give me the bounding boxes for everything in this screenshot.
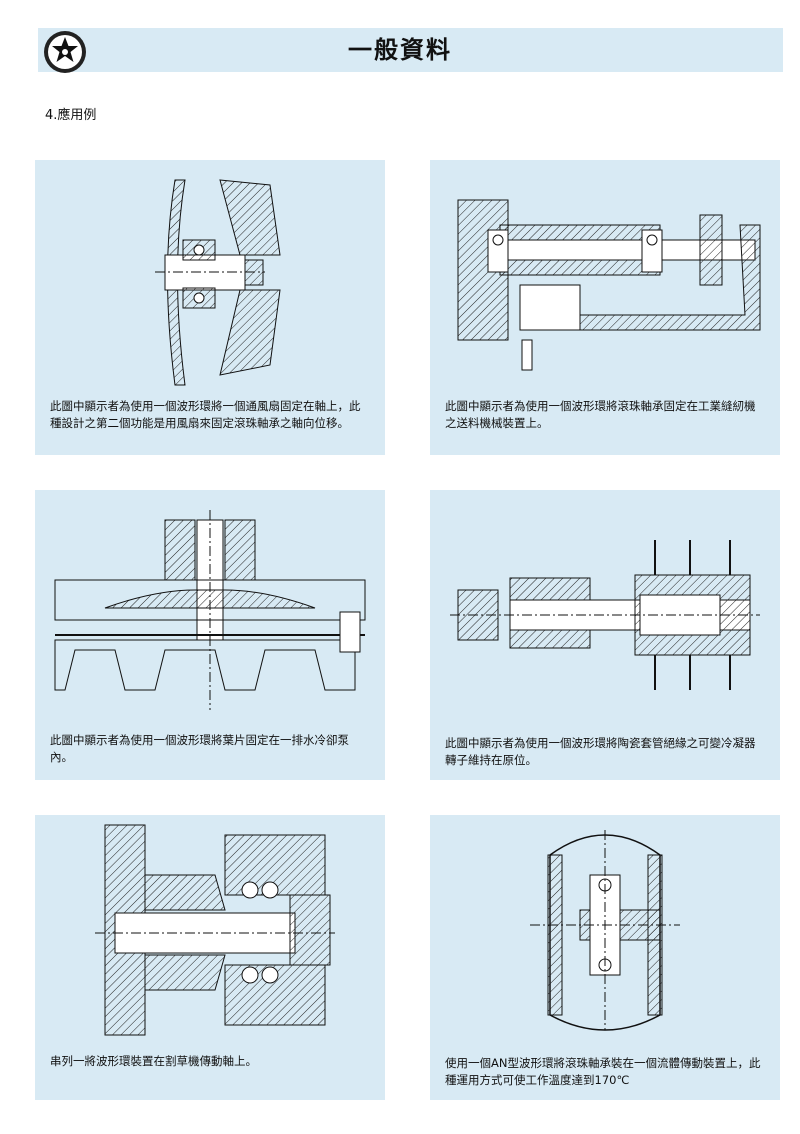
header-band <box>38 28 783 72</box>
example-panel-4: 此圖中顯示者為使用一個波形環將陶瓷套管絕緣之可變冷凝器轉子維持在原位。 <box>430 490 780 780</box>
example-caption-4: 此圖中顯示者為使用一個波形環將陶瓷套管絕緣之可變冷凝器轉子維持在原位。 <box>445 736 756 767</box>
example-caption-6: 使用一個AN型波形環將滾珠軸承裝在一個流體傳動裝置上，此種運用方式可使工作溫度達… <box>445 1056 761 1087</box>
sewing-machine-feed-drawing <box>457 199 761 371</box>
fluid-drive-coupling-drawing <box>530 830 680 1031</box>
lawnmower-driveshaft-drawing <box>95 824 335 1036</box>
example-caption-1: 此圖中顯示者為使用一個波形環將一個通風扇固定在軸上，此種設計之第二個功能是用風扇… <box>50 399 361 430</box>
variable-condenser-rotor-drawing <box>450 540 760 690</box>
example-caption-3: 此圖中顯示者為使用一個波形環將葉片固定在一排水冷卻泵內。 <box>50 733 349 764</box>
gear-star-icon <box>44 31 86 73</box>
water-pump-impeller-drawing <box>54 510 366 710</box>
fan-on-shaft-drawing <box>155 179 281 386</box>
section-label: 4.應用例 <box>45 108 97 123</box>
example-panel-6: 使用一個AN型波形環將滾珠軸承裝在一個流體傳動裝置上，此種運用方式可使工作溫度達… <box>430 815 780 1100</box>
page-title: 一般資料 <box>348 35 452 64</box>
example-caption-5: 串列一將波形環裝置在割草機傳動軸上。 <box>50 1054 257 1068</box>
example-panel-1: 此圖中顯示者為使用一個波形環將一個通風扇固定在軸上，此種設計之第二個功能是用風扇… <box>35 160 385 455</box>
example-panel-2: 此圖中顯示者為使用一個波形環將滾珠軸承固定在工業縫紉機之送料機械裝置上。 <box>430 160 780 455</box>
example-panel-5: 串列一將波形環裝置在割草機傳動軸上。 <box>35 815 385 1100</box>
example-panel-3: 此圖中顯示者為使用一個波形環將葉片固定在一排水冷卻泵內。 <box>35 490 385 780</box>
example-caption-2: 此圖中顯示者為使用一個波形環將滾珠軸承固定在工業縫紉機之送料機械裝置上。 <box>445 399 756 430</box>
